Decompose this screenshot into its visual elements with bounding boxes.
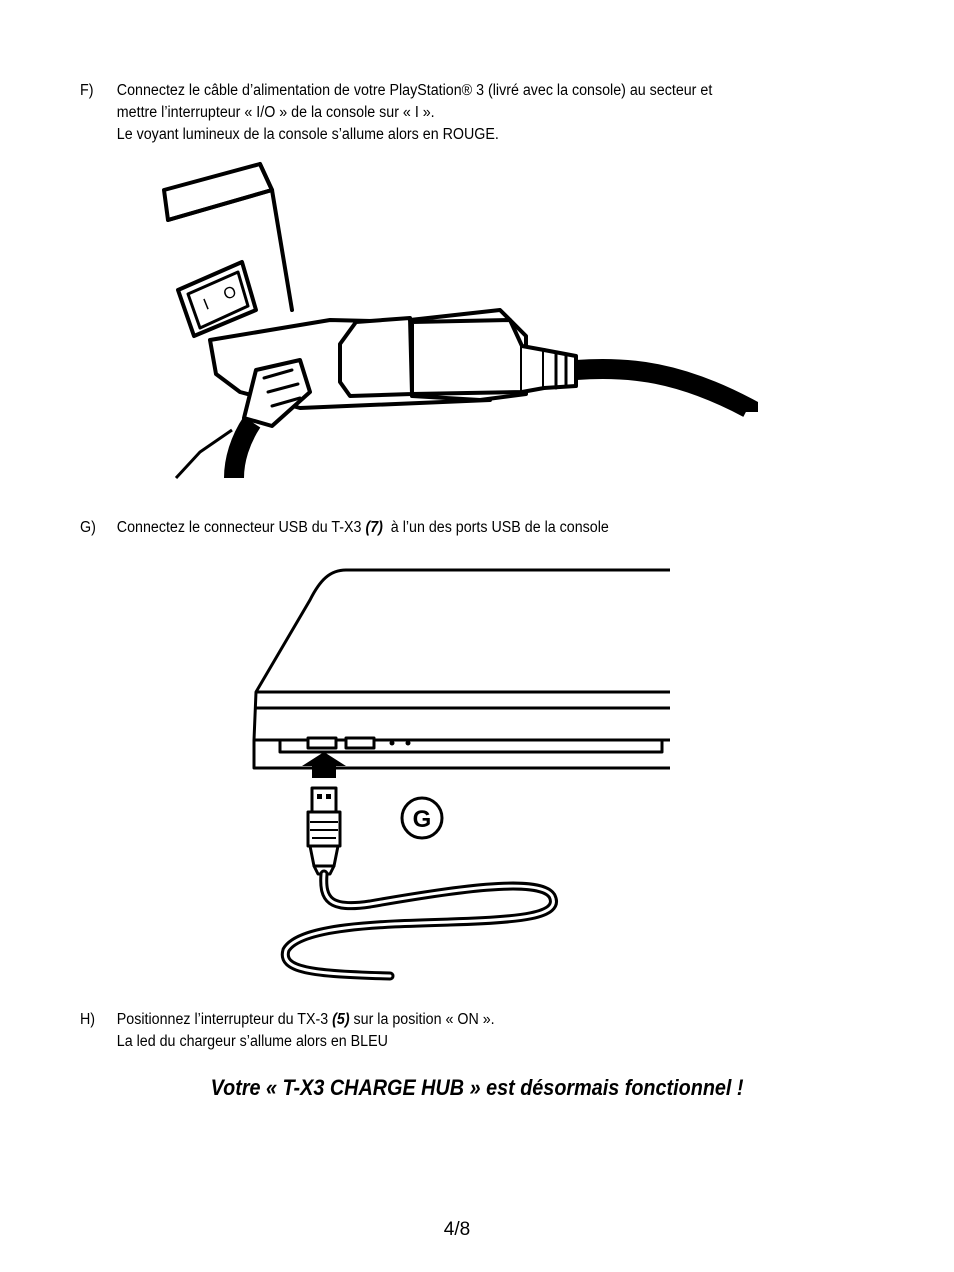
step-h-line-1: Positionnez l’interrupteur du TX-3 (5) s… bbox=[117, 1009, 495, 1031]
conclusion-heading: Votre « T-X3 CHARGE HUB » est désormais … bbox=[210, 1075, 744, 1100]
insert-arrow-icon bbox=[302, 752, 346, 778]
step-h-letter: H) bbox=[80, 1011, 96, 1028]
callout-label: G bbox=[413, 806, 432, 833]
step-h-line-2: La led du chargeur s’allume alors en BLE… bbox=[116, 1033, 388, 1050]
step-f-line-3: Le voyant lumineux de la console s’allum… bbox=[116, 126, 499, 143]
step-f-text: Connectez le câble d’alimentation de vot… bbox=[117, 80, 712, 146]
power-cable-illustration: I O bbox=[162, 162, 758, 480]
page-number: 4/8 bbox=[443, 1219, 471, 1240]
step-g-ref: (7) bbox=[365, 519, 383, 536]
step-h-text: Positionnez l’interrupteur du TX-3 (5) s… bbox=[117, 1009, 495, 1053]
switch-label-o: O bbox=[221, 283, 239, 303]
step-g-text-before: Connectez le connecteur USB du T-X3 bbox=[116, 519, 366, 536]
step-h-text-before: Positionnez l’interrupteur du TX-3 bbox=[116, 1011, 333, 1028]
step-g-letter: G) bbox=[80, 519, 96, 536]
step-g-text-after: à l’un des ports USB de la console bbox=[382, 519, 609, 536]
step-f-letter: F) bbox=[80, 82, 94, 99]
step-f-line-1: Connectez le câble d’alimentation de vot… bbox=[116, 82, 713, 99]
step-h-ref: (5) bbox=[332, 1011, 350, 1028]
step-h-text-after: sur la position « ON ». bbox=[349, 1011, 495, 1028]
callout-circle-icon bbox=[400, 796, 444, 840]
usb-connection-illustration: G bbox=[252, 568, 670, 981]
switch-label-i: I bbox=[201, 296, 211, 313]
step-g-text: Connectez le connecteur USB du T-X3 (7) … bbox=[117, 517, 609, 539]
step-f-line-2: mettre l’interrupteur « I/O » de la cons… bbox=[116, 104, 435, 121]
